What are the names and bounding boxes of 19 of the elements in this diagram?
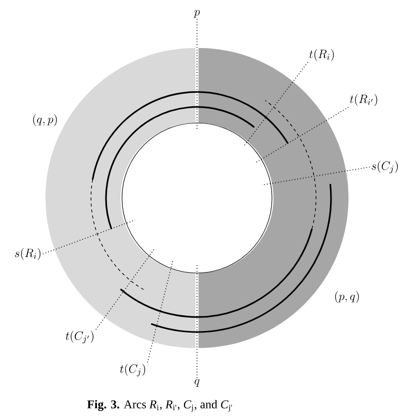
leader-line xyxy=(196,264,198,378)
leader-label: $t(C_j)$ xyxy=(120,364,146,376)
caption: Fig. 3. Arcs R$_{i}$, R$_{i′}$, C$_{j}$, and C$_{j′}$ xyxy=(87,400,232,412)
leader-line xyxy=(254,106,349,164)
leader-label: $t(R_{i'})$ xyxy=(350,94,378,106)
leader-label: $q$ xyxy=(194,379,200,387)
leader-line xyxy=(95,248,156,330)
region-label: $(q,p)$ xyxy=(33,114,57,126)
leader-label: $s(C_j)$ xyxy=(372,160,398,174)
leader-label: $s(R_i)$ xyxy=(14,248,40,260)
leader-line xyxy=(262,166,370,186)
leader-label: $p$ xyxy=(194,10,200,18)
leader-line xyxy=(196,18,198,130)
leader-line xyxy=(42,220,136,254)
leader-label: $t(C_{j'})$ xyxy=(66,330,94,344)
region-label: $(p,q)$ xyxy=(335,291,359,303)
leader-line xyxy=(244,62,308,146)
leader-label: $t(R_i)$ xyxy=(309,49,334,61)
leader-line xyxy=(147,260,174,363)
